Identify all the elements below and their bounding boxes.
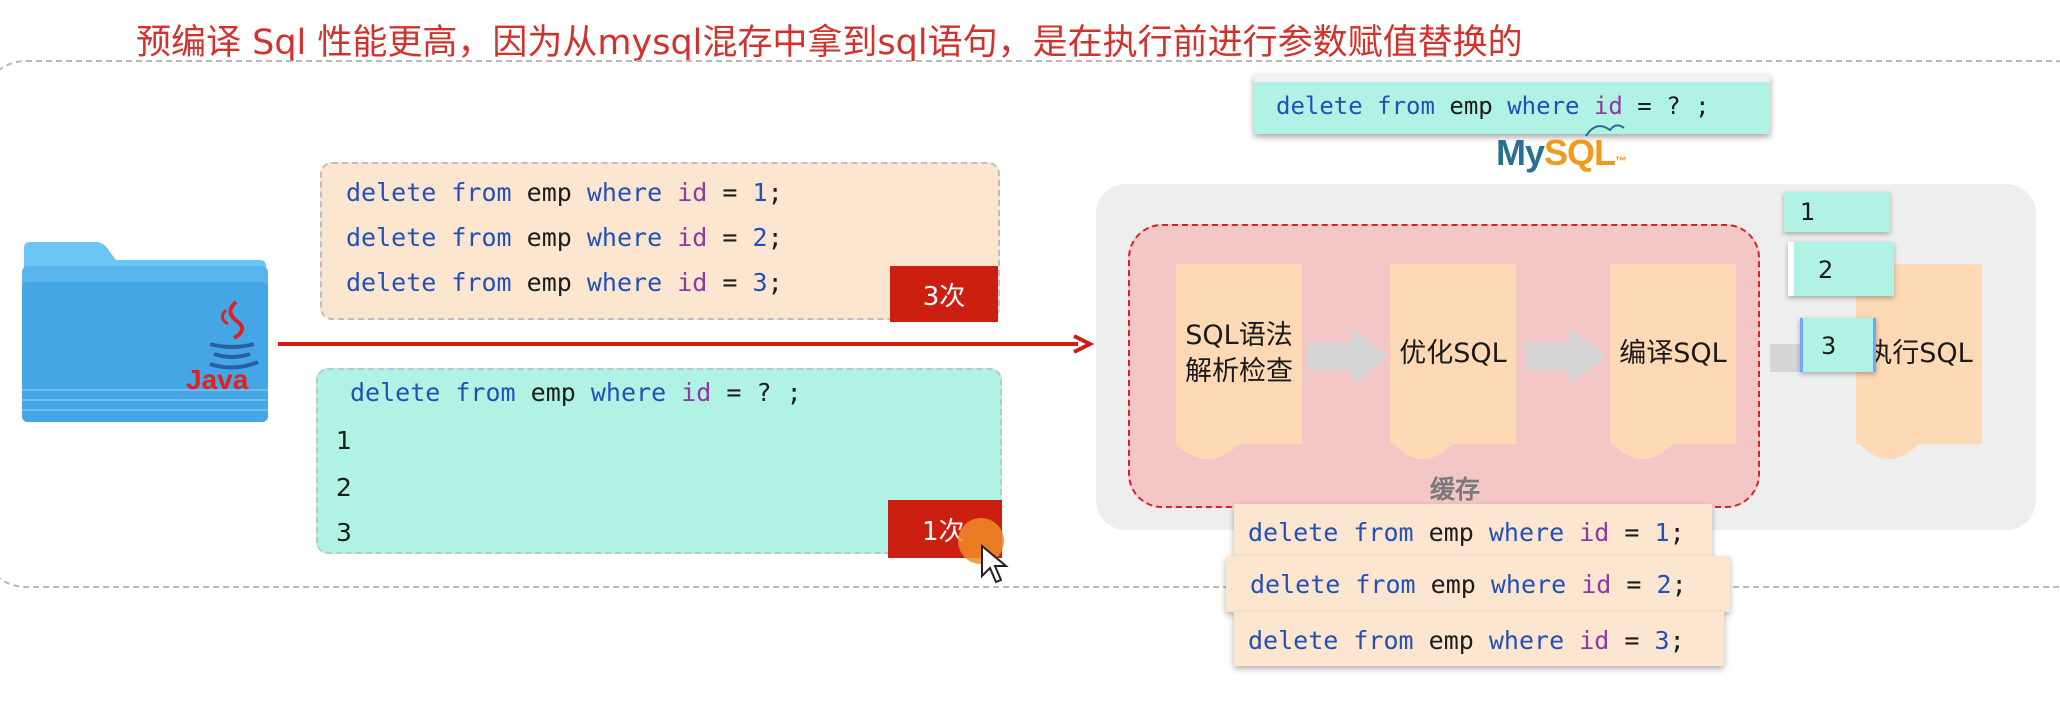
prepared-statement: delete from emp where id = ? ; bbox=[350, 378, 802, 407]
dolphin-icon bbox=[1585, 124, 1625, 137]
direct-statements-box: delete from emp where id = 1; delete fro… bbox=[320, 162, 1000, 320]
pipeline-step-optimize: 优化SQL bbox=[1390, 264, 1516, 444]
java-folder-icon: Java bbox=[20, 240, 270, 425]
step-label: SQL语法 解析检查 bbox=[1185, 320, 1293, 387]
cached-statement: delete from emp where id = 2; bbox=[1226, 556, 1730, 612]
diagram-frame bbox=[0, 60, 2060, 588]
java-label: Java bbox=[186, 364, 249, 395]
prepared-statement-box: delete from emp where id = ? ; 1 2 3 bbox=[316, 368, 1002, 554]
direct-statement: delete from emp where id = 3; bbox=[346, 268, 783, 297]
request-arrow bbox=[278, 334, 1095, 354]
pipeline-step-compile: 编译SQL bbox=[1610, 264, 1736, 444]
param-card: 3 bbox=[1800, 318, 1876, 372]
param-value: 3 bbox=[336, 518, 352, 547]
direct-statement: delete from emp where id = 1; bbox=[346, 178, 783, 207]
cursor-icon bbox=[981, 544, 1009, 584]
pipeline-step-execute: 执行SQL bbox=[1856, 264, 1982, 444]
step-label: 编译SQL bbox=[1619, 338, 1727, 369]
cached-statement: delete from emp where id = 3; bbox=[1234, 612, 1724, 666]
execution-count-badge: 3次 bbox=[890, 266, 998, 322]
param-card: 1 bbox=[1784, 192, 1890, 232]
param-card: 2 bbox=[1788, 242, 1894, 296]
direct-statement: delete from emp where id = 2; bbox=[346, 223, 783, 252]
step-arrow-icon bbox=[1526, 328, 1606, 384]
step-label: 执行SQL bbox=[1865, 338, 1973, 369]
mysql-logo: MySQL™ bbox=[1496, 132, 1627, 173]
page-title: 预编译 Sql 性能更高，因为从mysql混存中拿到sql语句，是在执行前进行参… bbox=[136, 23, 1523, 63]
param-value: 2 bbox=[336, 473, 352, 502]
pipeline-step-parse: SQL语法 解析检查 bbox=[1176, 264, 1302, 444]
step-label: 优化SQL bbox=[1399, 338, 1507, 369]
cached-statement: delete from emp where id = 1; bbox=[1234, 504, 1712, 562]
step-arrow-icon bbox=[1308, 328, 1388, 384]
mysql-cached-statement: delete from emp where id = ? ; bbox=[1254, 74, 1770, 134]
param-value: 1 bbox=[336, 426, 352, 455]
cache-label: 缓存 bbox=[1430, 475, 1481, 504]
